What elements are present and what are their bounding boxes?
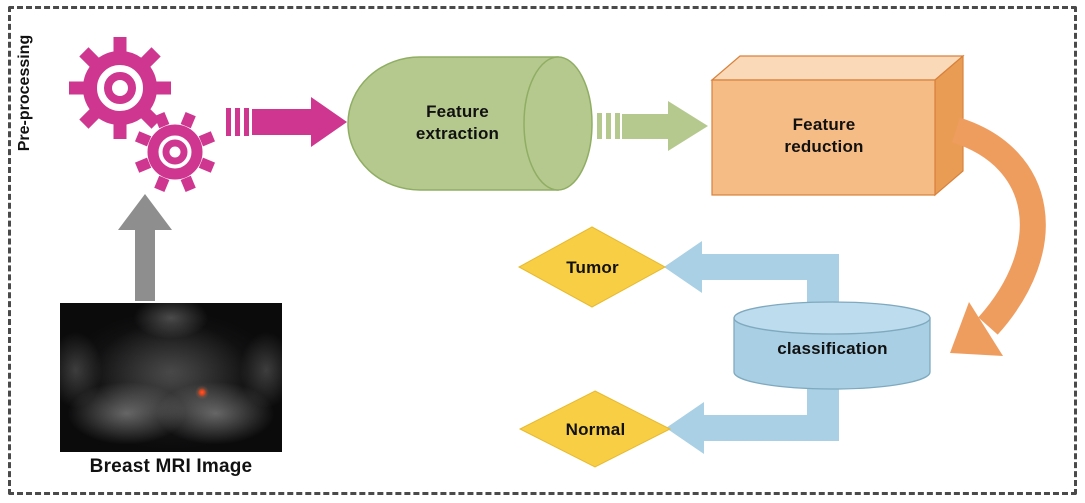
green-striped-arrow [597,101,708,151]
feature-reduction-label: Feature reduction [784,115,864,157]
preprocessing-label: Pre-processing [16,34,33,152]
breast-mri-image [60,303,282,452]
orange-curved-arrow [950,117,1046,356]
feature-extraction-label: Feature extraction [415,102,500,144]
classification-label: classification [777,339,888,358]
tumor-label: Tumor [566,258,619,277]
tumor-arrow [664,241,822,293]
normal-arrow [666,402,822,454]
gear-small-icon [134,111,216,193]
mri-caption: Breast MRI Image [89,456,253,477]
feature-reduction-box [710,54,965,197]
pink-striped-arrow [226,97,347,147]
gear-large-icon [69,37,171,139]
normal-label: Normal [565,420,626,439]
classification-cylinder [733,301,931,390]
up-arrow [118,194,172,301]
normal-diamond [518,390,672,468]
tumor-diamond [517,226,667,308]
feature-extraction-cylinder [347,56,593,191]
